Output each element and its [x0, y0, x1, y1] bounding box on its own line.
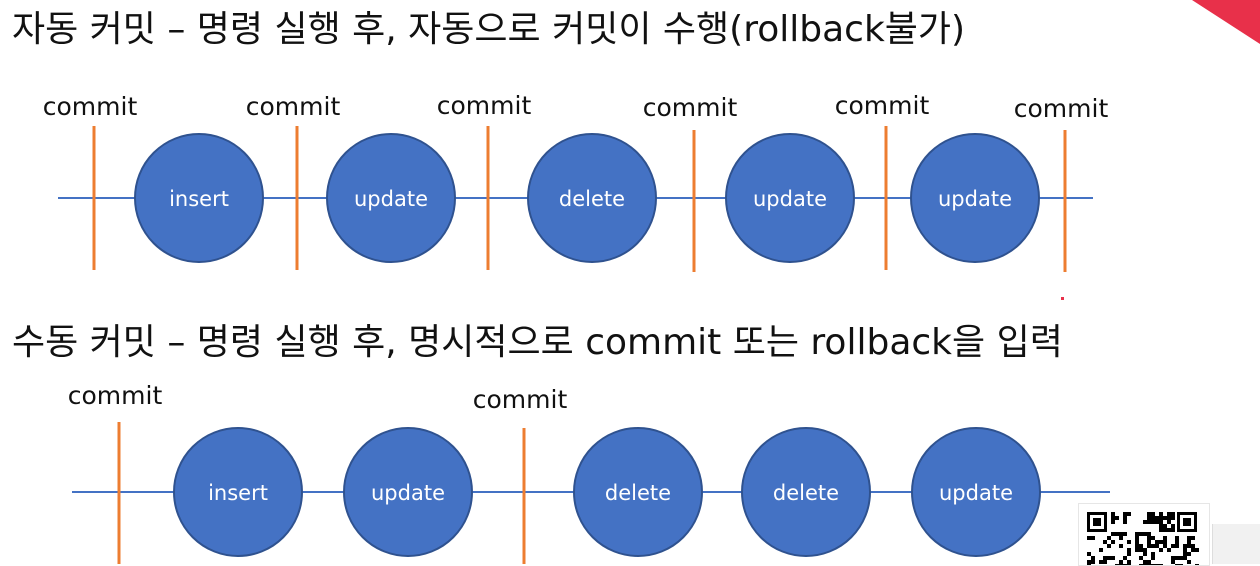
operation-circle [910, 133, 1040, 263]
operation-circle [741, 427, 871, 557]
operation-label: insert [169, 187, 229, 211]
operation-circle [527, 133, 657, 263]
commit-label: commit [437, 91, 532, 120]
operation-label: update [938, 187, 1012, 211]
auto-commit-timeline: commit commit commit commit commit commit inse… [43, 91, 1109, 300]
operation-circle [326, 133, 456, 263]
operation-label: update [939, 481, 1013, 505]
commit-label: commit [473, 385, 568, 414]
commit-label: commit [643, 93, 738, 122]
slide-thumbnail [1212, 524, 1260, 564]
operation-circle [173, 427, 303, 557]
commit-label: commit [835, 91, 930, 120]
manual-commit-heading: 수동 커밋 – 명령 실행 후, 명시적으로 commit 또는 rollbac… [12, 322, 1063, 363]
operation-label: insert [208, 481, 268, 505]
operation-circle [911, 427, 1041, 557]
corner-accent [1192, 0, 1260, 44]
operation-circle [573, 427, 703, 557]
operation-label: delete [605, 481, 671, 505]
operation-label: delete [773, 481, 839, 505]
operation-circle [725, 133, 855, 263]
stray-dot [1061, 297, 1064, 300]
operation-circle [343, 427, 473, 557]
auto-commit-heading: 자동 커밋 – 명령 실행 후, 자동으로 커밋이 수행(rollback불가) [12, 9, 966, 50]
manual-commit-timeline: commit commit insert update delete delete upda… [68, 381, 1110, 564]
operation-label: update [371, 481, 445, 505]
commit-label: commit [1014, 94, 1109, 123]
operation-circle [134, 133, 264, 263]
operation-label: delete [559, 187, 625, 211]
operation-label: update [753, 187, 827, 211]
operation-label: update [354, 187, 428, 211]
commit-label: commit [246, 92, 341, 121]
qr-code-image [1078, 503, 1210, 566]
commit-label: commit [68, 381, 163, 410]
commit-label: commit [43, 92, 138, 121]
